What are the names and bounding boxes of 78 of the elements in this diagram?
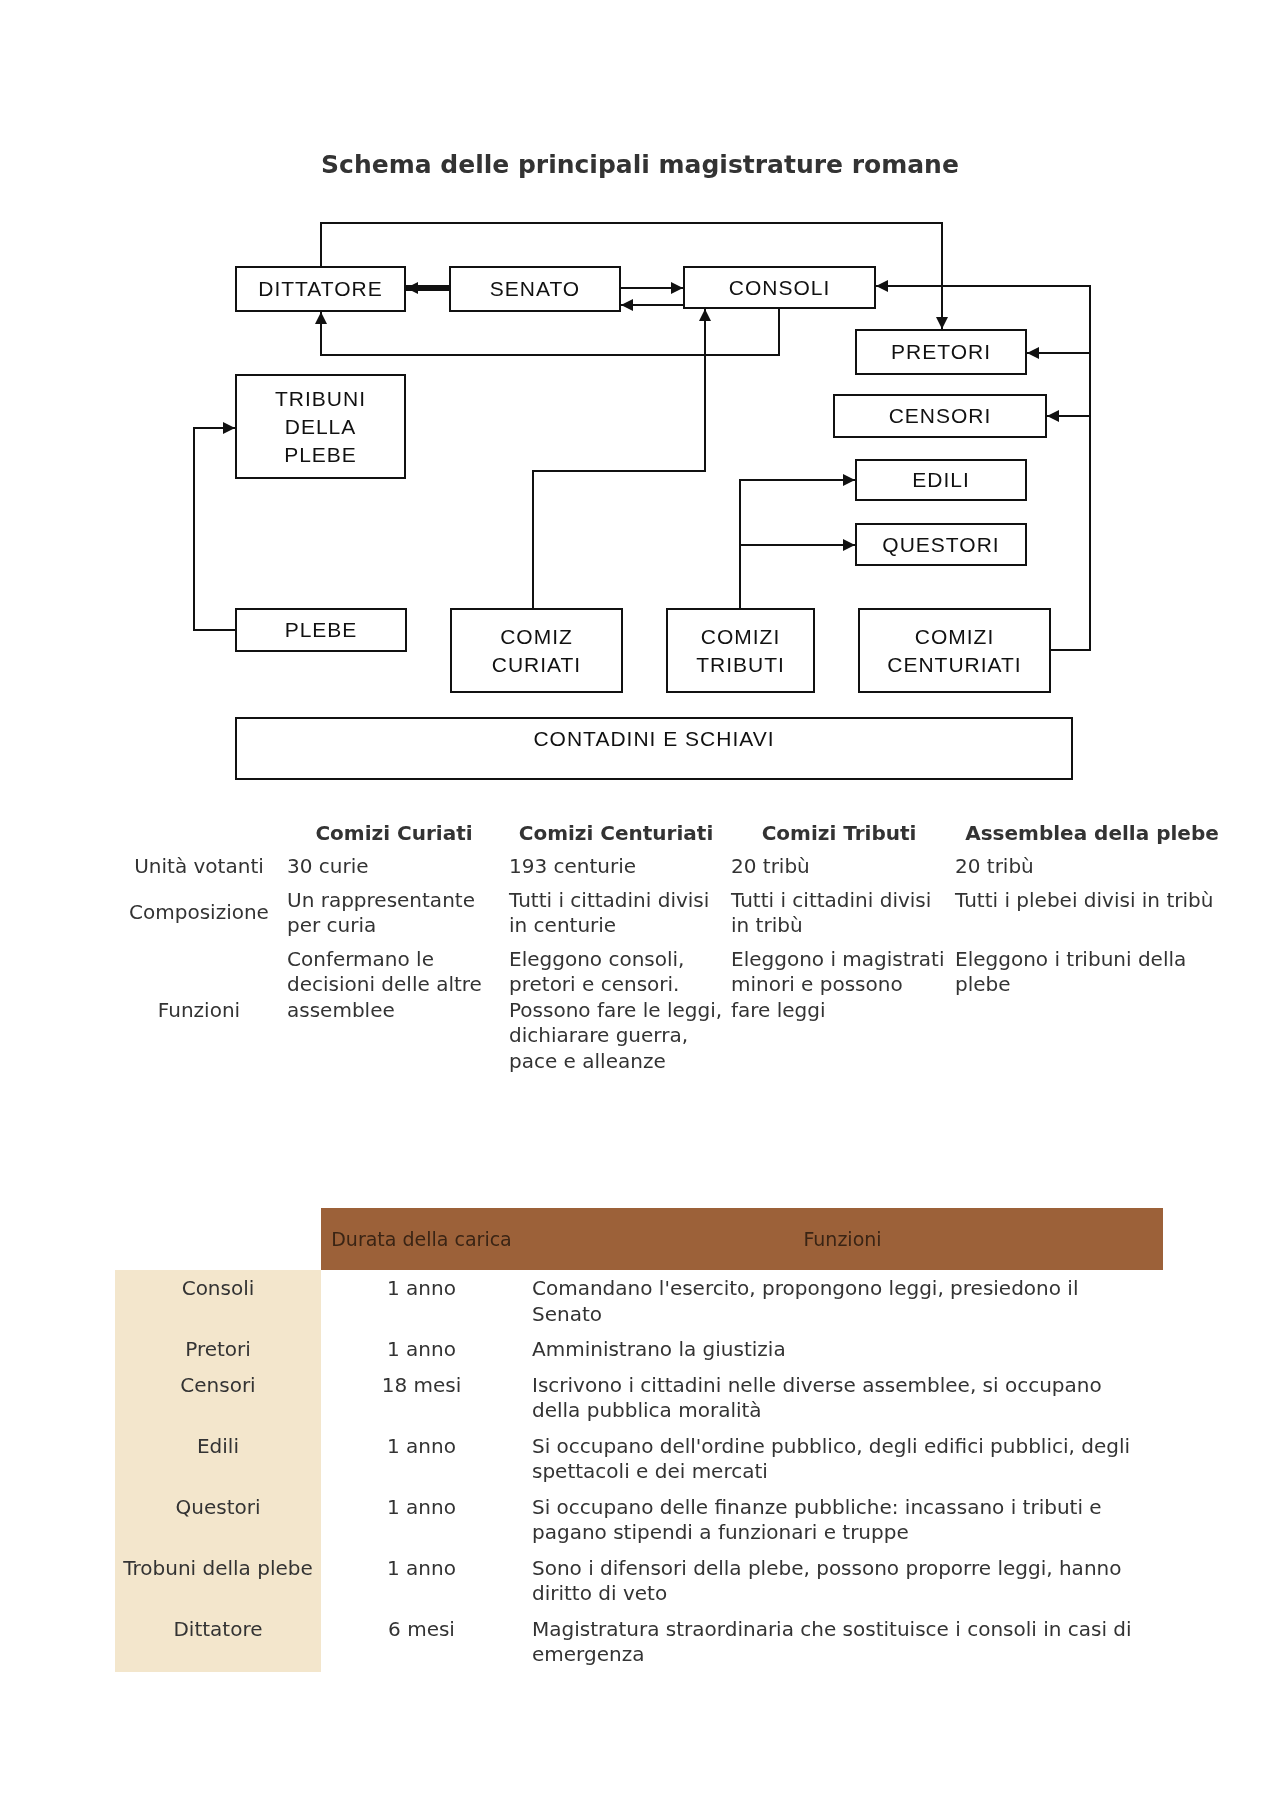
column-header: Funzioni	[522, 1208, 1163, 1270]
process-box	[833, 394, 1047, 438]
box-label: CONTADINI E SCHIAVI	[533, 726, 775, 752]
row-header: Trobuni della plebe	[115, 1549, 321, 1611]
box-label: CENSORI	[888, 403, 992, 429]
box-label: COMIZI CENTURIATI	[886, 623, 1023, 678]
table-text: Comandano l'esercito, propongono leggi, presiedono il Senato	[531, 1275, 1080, 1328]
table-text: 1 anno	[386, 1275, 457, 1302]
box-label: COMIZI TRIBUTI	[695, 623, 786, 678]
process-box	[450, 608, 623, 693]
box-label: PRETORI	[891, 339, 991, 365]
arrow	[406, 282, 449, 294]
box-label: DITTATORE	[258, 276, 383, 302]
table-text: 193 centurie	[508, 854, 638, 880]
table-text: 6 mesi	[387, 1615, 456, 1643]
table-text: Sono i difensori della plebe, possono proporre leggi, hanno diritto di veto	[531, 1554, 1123, 1607]
table-text: 1 anno	[386, 1554, 457, 1582]
arrow	[315, 308, 780, 356]
box-label: COMIZ CURIATI	[490, 623, 583, 678]
arrow	[532, 308, 711, 609]
arrow	[1046, 410, 1091, 651]
table-text: Si occupano dell'ordine pubblico, degli edifici pubblici, degli spettacoli e dei mercati	[531, 1432, 1132, 1485]
row-header: Unità votanti	[133, 854, 265, 880]
row-header: Edili	[115, 1427, 321, 1489]
column-header: Comizi Curiati	[314, 820, 474, 846]
column-header: Comizi Tributi	[760, 820, 918, 846]
table-text: Confermano le decisioni delle altre assemblee	[286, 946, 483, 1023]
process-box	[666, 608, 815, 693]
table-text: 1 anno	[386, 1493, 457, 1521]
row-header: Questori	[115, 1488, 321, 1550]
process-box	[235, 266, 406, 312]
row-header: Consoli	[115, 1270, 321, 1331]
table-text: 1 anno	[386, 1432, 457, 1460]
process-box	[235, 717, 1073, 780]
row-header: Censori	[115, 1366, 321, 1428]
row-header: Dittatore	[115, 1610, 321, 1672]
process-box	[855, 523, 1027, 566]
table-text: 20 tribù	[954, 854, 1035, 880]
box-label: EDILI	[912, 467, 970, 493]
column-header: Assemblea della plebe	[964, 820, 1220, 846]
process-box	[858, 608, 1051, 693]
process-box	[855, 459, 1027, 501]
row-header: Funzioni	[156, 997, 242, 1023]
process-box	[235, 374, 406, 479]
table-text: Eleggono i tribuni della plebe	[954, 946, 1188, 998]
process-box	[855, 329, 1027, 375]
arrow	[320, 222, 948, 330]
column-header: Comizi Centuriati	[517, 820, 715, 846]
box-label: SENATO	[489, 276, 581, 302]
arrow	[620, 282, 684, 294]
table-text: Magistratura straordinaria che sostituisce i consoli in casi di emergenza	[531, 1615, 1133, 1668]
column-header: Durata della carica	[321, 1208, 522, 1270]
row-header: Composizione	[128, 900, 270, 926]
table-text: Amministrano la giustizia	[531, 1336, 787, 1363]
arrow	[193, 422, 236, 631]
table-text: Tutti i plebei divisi in tribù	[954, 887, 1215, 913]
box-label: PLEBE	[284, 617, 358, 643]
table-text: 30 curie	[286, 854, 370, 880]
process-box	[235, 608, 407, 652]
table-text: Eleggono i magistrati minori e possono fare leggi	[730, 946, 946, 1023]
table-text: Eleggono consoli, pretori e censori. Possono fare le leggi, dichiarare guerra, pace e alleanze	[508, 946, 724, 1074]
table-text: 20 tribù	[730, 854, 811, 880]
table-text: Tutti i cittadini divisi in tribù	[730, 887, 933, 939]
diagram-title: Schema delle principali magistrature romane	[320, 150, 960, 179]
arrow	[620, 299, 684, 311]
table-text: Iscrivono i cittadini nelle diverse assemblee, si occupano della pubblica moralità	[531, 1371, 1103, 1424]
table-text: Un rappresentante per curia	[286, 887, 476, 939]
process-box	[683, 266, 876, 309]
row-header: Pretori	[115, 1331, 321, 1367]
box-label: TRIBUNI DELLA PLEBE	[274, 385, 367, 468]
box-label: CONSOLI	[728, 274, 831, 301]
box-label: QUESTORI	[882, 531, 1000, 558]
table-text: 18 mesi	[380, 1371, 463, 1399]
table-text: Tutti i cittadini divisi in centurie	[508, 887, 711, 939]
table-text: Si occupano delle finanze pubbliche: incassano i tributi e pagano stipendi a funzionari e truppe	[531, 1493, 1103, 1546]
arrow	[739, 539, 856, 609]
process-box	[449, 266, 621, 312]
table-text: 1 anno	[386, 1336, 457, 1363]
